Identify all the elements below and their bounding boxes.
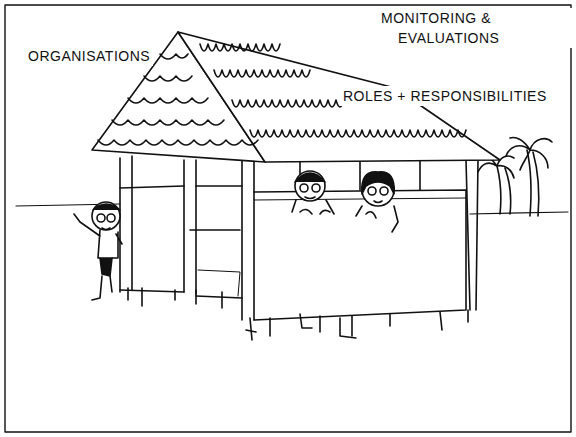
roof-label: ORGANISATIONS: [25, 46, 153, 66]
children-in-hut: [292, 171, 398, 232]
hut-walls: [120, 156, 478, 320]
palm-trees: [478, 138, 552, 217]
roof-label: ROLES + RESPONSIBILITIES: [340, 86, 550, 106]
stilts: [128, 288, 468, 340]
roof-label: MONITORING & EVALUATIONS: [378, 8, 576, 48]
waving-child: [74, 202, 122, 300]
